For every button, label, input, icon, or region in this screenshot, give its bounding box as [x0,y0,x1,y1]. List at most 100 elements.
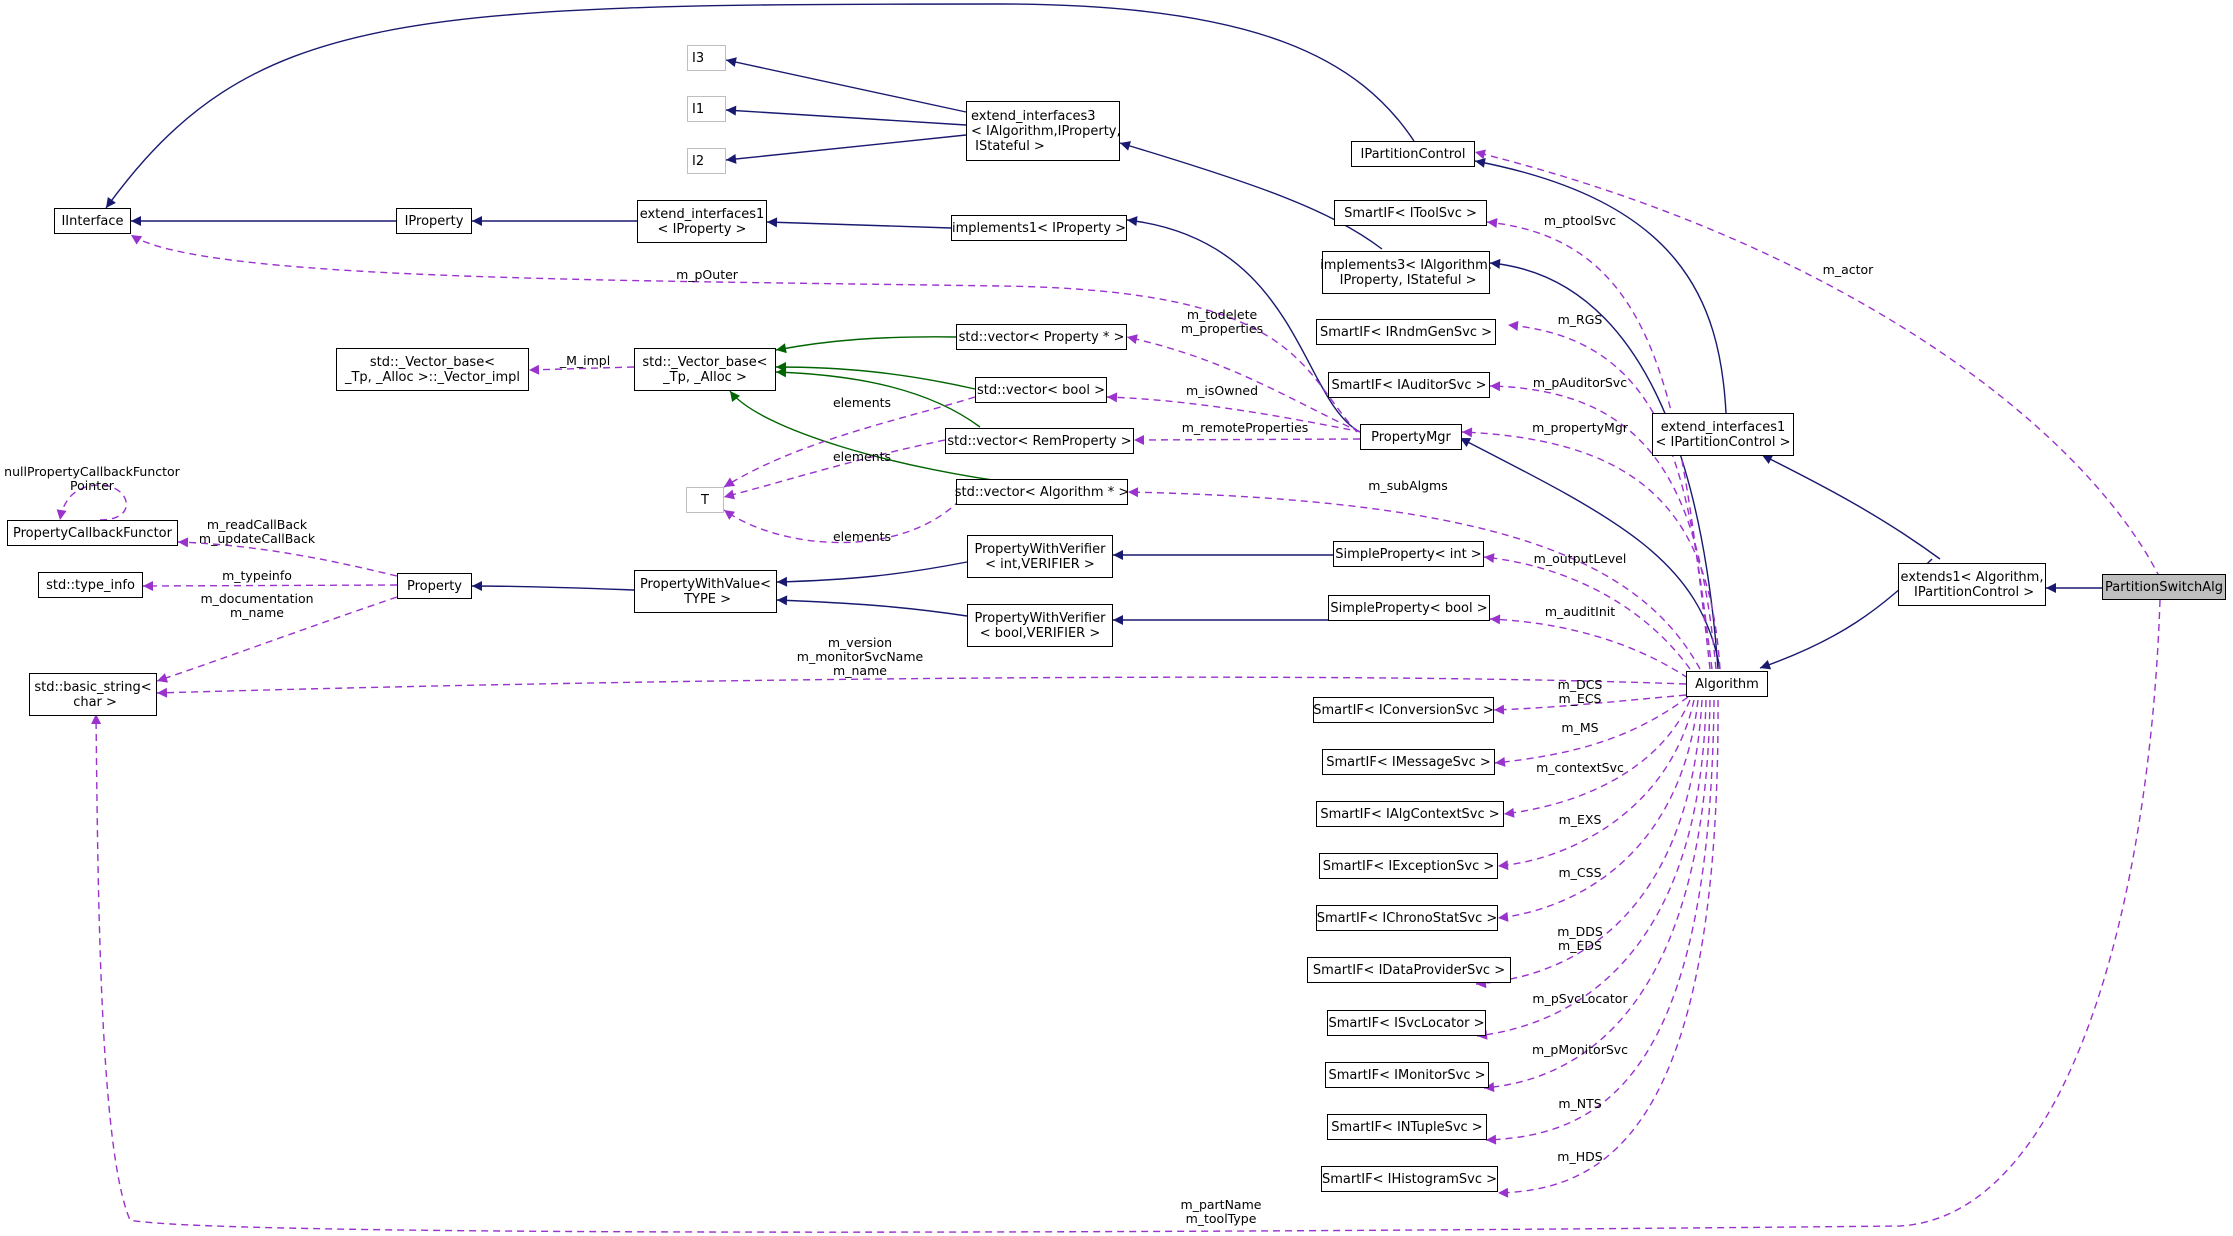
node-smartif-irndmgensvc[interactable]: SmartIF< IRndmGenSvc > [1316,319,1496,345]
label-documentation: m_documentation m_name [200,591,314,620]
node-vector-remproperty[interactable]: std::vector< RemProperty > [945,428,1134,454]
edge-elements-bool [723,396,976,488]
node-smartif-ichronostatsvc[interactable]: SmartIF< IChronoStatSvc > [1316,905,1498,931]
label-typeinfo: m_typeinfo [222,568,292,583]
label-contextsvc: m_contextSvc [1536,760,1624,775]
node-iproperty[interactable]: IProperty [396,208,472,234]
node-implements3[interactable]: implements3< IAlgorithm, IProperty, ISta… [1320,251,1492,294]
label-css: m_CSS [1558,865,1602,880]
node-extend-interfaces1-ipc[interactable]: extend_interfaces1 < IPartitionControl > [1652,413,1794,456]
edge-extends1-extend-ipc [1761,454,1941,560]
node-vector-property[interactable]: std::vector< Property * > [956,324,1127,350]
node-smartif-intuplesvc[interactable]: SmartIF< INTupleSvc > [1327,1114,1487,1140]
label-ms: m_MS [1561,720,1599,735]
node-vector-base[interactable]: std::_Vector_base< _Tp, _Alloc > [634,348,776,391]
node-implements1-iproperty[interactable]: implements1< IProperty > [951,215,1127,241]
label-dcs: m_DCS m_ECS [1557,677,1603,706]
edge-readcallback [177,537,398,577]
edge-algorithm-propertymgr [1459,437,1721,670]
label-remoteproperties: m_remoteProperties [1181,420,1309,435]
edge-psvclocator [1476,699,1707,1040]
label-psvclocator: m_pSvcLocator [1532,991,1628,1006]
edge-extend3-i1 [725,105,967,126]
edge-dcs [1493,694,1687,715]
node-propertywithvalue[interactable]: PropertyWithValue< TYPE > [634,570,777,613]
edge-ms [1494,696,1689,767]
label-null-functor: nullPropertyCallbackFunctor Pointer [4,464,180,493]
label-nts: m_NTS [1558,1096,1602,1111]
node-smartif-imessagesvc[interactable]: SmartIF< IMessageSvc > [1322,749,1495,775]
node-extends1[interactable]: extends1< Algorithm, IPartitionControl > [1898,563,2046,606]
node-smartif-ihistogramsvc[interactable]: SmartIF< IHistogramSvc > [1321,1166,1498,1192]
node-propertymgr[interactable]: PropertyMgr [1360,424,1462,450]
edge-propertywithvalue-property [471,581,635,592]
edge-contextsvc [1503,699,1691,818]
edge-pauditorsvc [1489,381,1717,670]
node-smartif-iauditorsvc[interactable]: SmartIF< IAuditorSvc > [1328,372,1490,398]
node-propertywithverifier-int[interactable]: PropertyWithVerifier < int,VERIFIER > [967,535,1113,578]
node-extend-interfaces1-iproperty[interactable]: extend_interfaces1 < IProperty > [637,200,767,243]
node-type-info[interactable]: std::type_info [38,572,143,598]
node-partitionswitchalg[interactable]: PartitionSwitchAlg [2102,574,2226,600]
node-smartif-imonitorsvc[interactable]: SmartIF< IMonitorSvc > [1325,1062,1489,1088]
node-simpleproperty-bool[interactable]: SimpleProperty< bool > [1328,595,1490,621]
edge-propertymgr-usage [1461,427,1721,670]
edge-isowned [1106,392,1363,433]
edge-exs [1497,699,1695,871]
edge-nts [1485,699,1715,1145]
edge-verifierint-propertywithvalue [776,561,968,587]
node-vector-bool[interactable]: std::vector< bool > [975,377,1107,403]
node-iinterface[interactable]: IInterface [54,208,131,234]
node-smartif-ialgcontextsvc[interactable]: SmartIF< IAlgContextSvc > [1316,801,1504,827]
node-vector-base-impl[interactable]: std::_Vector_base< _Tp, _Alloc >::_Vecto… [336,348,529,391]
node-propertycallbackfunctor[interactable]: PropertyCallbackFunctor [7,520,178,546]
edge-vecrem-vectorbase [775,367,981,428]
node-property[interactable]: Property [397,573,472,599]
label-ptoolsvc: m_ptoolSvc [1543,213,1617,228]
edge-implements3-extend3 [1119,141,1383,250]
edge-vecproperty-vectorbase [775,336,957,354]
node-vector-algorithm[interactable]: std::vector< Algorithm * > [955,479,1129,505]
node-algorithm[interactable]: Algorithm [1686,671,1768,697]
node-smartif-isvclocator[interactable]: SmartIF< ISvcLocator > [1327,1010,1486,1036]
node-propertywithverifier-bool[interactable]: PropertyWithVerifier < bool,VERIFIER > [967,604,1113,647]
node-extend-interfaces3[interactable]: extend_interfaces3 < IAlgorithm,IPropert… [966,101,1121,161]
label-subalgms: m_subAlgms [1368,478,1448,493]
label-elements-alg: elements [832,529,892,544]
edge-extend-ipc-ipartitioncontrol [1474,157,1727,414]
label-actor: m_actor [1822,262,1874,277]
label-propertymgr: m_propertyMgr [1532,420,1628,435]
edge-remoteproperties [1133,434,1361,445]
label-isowned: m_isOwned [1185,383,1259,398]
label-version: m_version m_monitorSvcName m_name [796,635,924,678]
node-basic-string[interactable]: std::basic_string< char > [29,673,157,716]
node-smartif-itoolsvc[interactable]: SmartIF< IToolSvc > [1334,200,1487,226]
edge-typeinfo [142,580,398,591]
node-ipartitioncontrol[interactable]: IPartitionControl [1351,141,1475,167]
edge-ipartitioncontrol-iinterface [105,3,1415,209]
label-todelete: m_todelete m_properties [1180,307,1264,336]
edge-documentation [156,596,398,683]
edge-hds [1497,699,1719,1198]
node-simpleproperty-int[interactable]: SimpleProperty< int > [1333,541,1484,567]
edge-actor [1474,149,2161,579]
edge-verifierbool-propertywithvalue [776,595,968,617]
node-i3: I3 [687,45,726,71]
node-smartif-iexceptionsvc[interactable]: SmartIF< IExceptionSvc > [1319,853,1498,879]
label-outputlevel: m_outputLevel [1533,551,1627,566]
node-smartif-iconversionsvc[interactable]: SmartIF< IConversionSvc > [1313,697,1494,723]
node-t: T [686,487,724,513]
label-elements-bool: elements [832,395,892,410]
edge-extend3-i2 [725,134,967,164]
label-elements-rem: elements [832,449,892,464]
edge-auditinit [1489,614,1689,679]
edge-ptoolsvc [1486,218,1711,670]
label-rgs: m_RGS [1557,312,1603,327]
node-smartif-idataprovidersvc[interactable]: SmartIF< IDataProviderSvc > [1307,957,1511,983]
edge-vecbool-vectorbase [775,362,976,390]
edge-version [156,676,1687,698]
edge-elements-rem [723,439,946,500]
label-readcallback: m_readCallBack m_updateCallBack [198,517,316,546]
